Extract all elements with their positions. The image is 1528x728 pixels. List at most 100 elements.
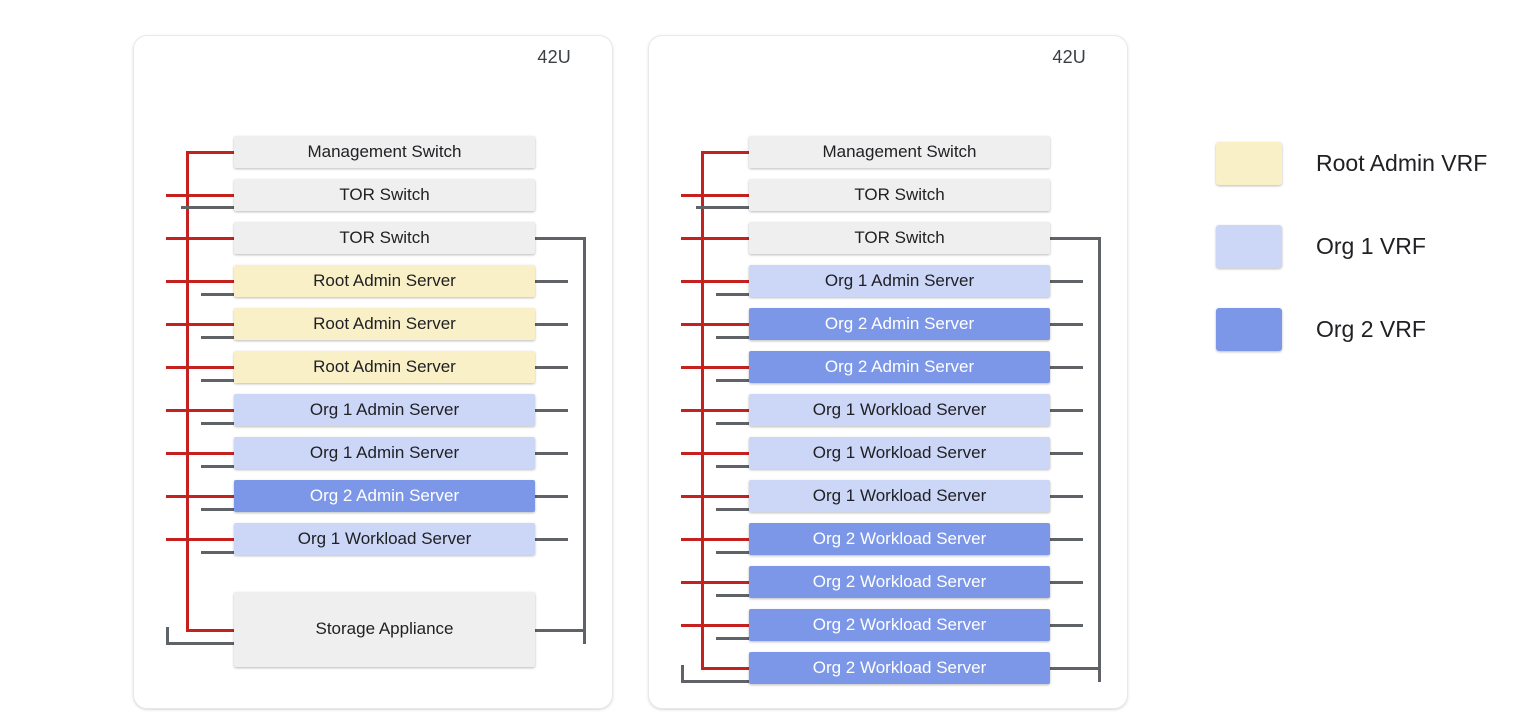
- data-cable-stub-right: [535, 495, 568, 498]
- data-cable-stub-left: [716, 508, 749, 511]
- rack-device[interactable]: Storage Appliance: [234, 592, 535, 667]
- rack-device[interactable]: TOR Switch: [234, 179, 535, 211]
- data-cable-stub-right: [1050, 280, 1083, 283]
- management-cable-stub: [166, 409, 234, 412]
- data-cable-stub-right: [535, 366, 568, 369]
- data-cable-stub-left: [716, 379, 749, 382]
- rack-device[interactable]: Management Switch: [234, 136, 535, 168]
- management-cable-stub: [701, 151, 749, 154]
- management-cable-stub: [681, 194, 749, 197]
- legend-color-swatch: [1216, 142, 1282, 185]
- legend: Root Admin VRF Org 1 VRF Org 2 VRF: [1216, 142, 1516, 362]
- data-cable-stub-left: [716, 336, 749, 339]
- data-cable-stub-right: [1050, 538, 1083, 541]
- rack-device[interactable]: TOR Switch: [749, 222, 1050, 254]
- rack-device[interactable]: Org 1 Workload Server: [749, 437, 1050, 469]
- data-cable-stub-right: [535, 323, 568, 326]
- data-cable-stub-left: [716, 594, 749, 597]
- management-cable-stub: [681, 581, 749, 584]
- rack-device[interactable]: Root Admin Server: [234, 308, 535, 340]
- data-cable-stub-left: [696, 206, 749, 209]
- data-cable-stub-left: [716, 551, 749, 554]
- data-cable-stub-left: [681, 680, 749, 683]
- data-cable-stub-right: [535, 280, 568, 283]
- rack-u-capacity-label: 42U: [1052, 47, 1086, 67]
- rack-device[interactable]: Org 2 Workload Server: [749, 523, 1050, 555]
- data-cable-stub-right: [1050, 237, 1101, 240]
- data-cable-stub-right: [1050, 624, 1083, 627]
- legend-item: Org 2 VRF: [1216, 308, 1426, 351]
- data-cable-bus: [1098, 237, 1101, 682]
- rack-device[interactable]: Org 2 Admin Server: [234, 480, 535, 512]
- data-cable-stub-right: [1050, 366, 1083, 369]
- data-cable-bus: [583, 237, 586, 644]
- management-cable-stub: [681, 538, 749, 541]
- management-cable-stub: [681, 495, 749, 498]
- data-cable-stub-left: [166, 642, 234, 645]
- management-cable-stub: [166, 452, 234, 455]
- data-cable-stub-left: [201, 336, 234, 339]
- data-cable-stub-left: [716, 422, 749, 425]
- data-cable-stub-left: [716, 637, 749, 640]
- legend-color-swatch: [1216, 308, 1282, 351]
- legend-item-label: Org 1 VRF: [1316, 233, 1426, 259]
- management-cable-stub: [166, 237, 234, 240]
- rack-device[interactable]: Org 1 Workload Server: [749, 480, 1050, 512]
- data-cable-stub-right: [1050, 667, 1101, 670]
- management-cable-stub: [186, 629, 234, 632]
- data-cable-stub-right: [1050, 495, 1083, 498]
- legend-item-label: Root Admin VRF: [1316, 150, 1488, 176]
- data-cable-stub-right: [535, 237, 586, 240]
- management-cable-stub: [681, 366, 749, 369]
- management-cable-stub: [681, 237, 749, 240]
- data-cable-stub-left: [181, 206, 234, 209]
- management-cable-stub: [681, 624, 749, 627]
- rack-device[interactable]: Org 2 Workload Server: [749, 566, 1050, 598]
- data-cable-stub-right: [535, 629, 586, 632]
- management-cable-stub: [186, 151, 234, 154]
- data-cable-corner: [166, 627, 169, 645]
- data-cable-stub-left: [201, 422, 234, 425]
- rack-device[interactable]: Management Switch: [749, 136, 1050, 168]
- management-cable-stub: [166, 538, 234, 541]
- management-cable-stub: [166, 280, 234, 283]
- rack-device[interactable]: Root Admin Server: [234, 265, 535, 297]
- legend-item-label: Org 2 VRF: [1316, 316, 1426, 342]
- management-cable-stub: [166, 194, 234, 197]
- legend-item: Root Admin VRF: [1216, 142, 1487, 185]
- legend-color-swatch: [1216, 225, 1282, 268]
- management-cable-stub: [681, 409, 749, 412]
- data-cable-stub-right: [535, 409, 568, 412]
- rack-device[interactable]: Org 2 Admin Server: [749, 308, 1050, 340]
- data-cable-stub-left: [716, 465, 749, 468]
- management-cable-stub: [166, 366, 234, 369]
- data-cable-stub-right: [1050, 323, 1083, 326]
- legend-item: Org 1 VRF: [1216, 225, 1426, 268]
- rack-device[interactable]: Org 1 Admin Server: [749, 265, 1050, 297]
- management-cable-stub: [681, 323, 749, 326]
- data-cable-stub-left: [201, 379, 234, 382]
- management-cable-stub: [166, 495, 234, 498]
- rack-device[interactable]: Org 2 Admin Server: [749, 351, 1050, 383]
- rack-device[interactable]: Root Admin Server: [234, 351, 535, 383]
- data-cable-stub-left: [201, 508, 234, 511]
- data-cable-stub-right: [1050, 452, 1083, 455]
- data-cable-stub-left: [716, 293, 749, 296]
- rack-device[interactable]: TOR Switch: [234, 222, 535, 254]
- data-cable-stub-right: [535, 452, 568, 455]
- rack-device[interactable]: Org 1 Admin Server: [234, 394, 535, 426]
- rack-device[interactable]: Org 2 Workload Server: [749, 609, 1050, 641]
- data-cable-stub-right: [1050, 581, 1083, 584]
- rack-device[interactable]: Org 1 Workload Server: [234, 523, 535, 555]
- data-cable-stub-left: [201, 465, 234, 468]
- management-cable-stub: [681, 280, 749, 283]
- data-cable-stub-right: [535, 538, 568, 541]
- management-cable-stub: [166, 323, 234, 326]
- rack-device[interactable]: Org 2 Workload Server: [749, 652, 1050, 684]
- rack-device[interactable]: Org 1 Admin Server: [234, 437, 535, 469]
- rack-device[interactable]: Org 1 Workload Server: [749, 394, 1050, 426]
- management-cable-stub: [681, 452, 749, 455]
- rack-device[interactable]: TOR Switch: [749, 179, 1050, 211]
- rack-u-capacity-label: 42U: [537, 47, 571, 67]
- data-cable-stub-left: [201, 551, 234, 554]
